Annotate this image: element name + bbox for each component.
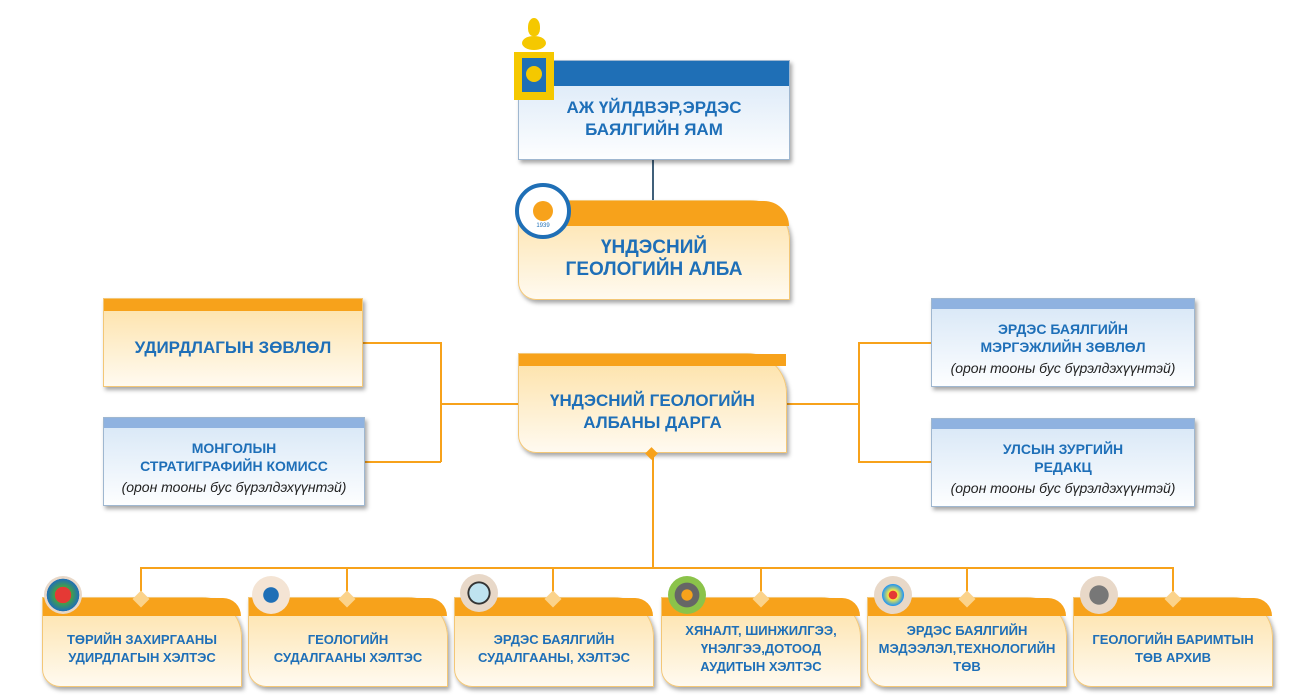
connector bbox=[787, 403, 859, 405]
commission-title: МОНГОЛЫН СТРАТИГРАФИЙН КОМИСС bbox=[140, 439, 328, 474]
department-title: ЭРДЭС БАЯЛГИЙН МЭДЭЭЛЭЛ,ТЕХНОЛОГИЙН ТӨВ bbox=[878, 623, 1056, 674]
agency-title: ҮНДЭСНИЙ ГЕОЛОГИЙН АЛБА bbox=[565, 237, 743, 280]
council-title: УДИРДЛАГЫН ЗӨВЛӨЛ bbox=[134, 337, 332, 357]
logo-year: 1939 bbox=[536, 223, 550, 229]
connector bbox=[652, 160, 654, 200]
pickaxe-icon bbox=[252, 576, 290, 614]
department-title: ГЕОЛОГИЙН СУДАЛГААНЫ ХЭЛТЭС bbox=[273, 632, 423, 665]
network-icon bbox=[874, 576, 912, 614]
mineral-council-box: ЭРДЭС БАЯЛГИЙН МЭРГЭЖЛИЙН ЗӨВЛӨЛ (орон т… bbox=[931, 298, 1195, 387]
commission-note: (орон тооны бус бүрэлдэхүүнтэй) bbox=[121, 478, 347, 495]
connector bbox=[140, 567, 1174, 569]
connector bbox=[652, 453, 654, 569]
director-title: ҮНДЭСНИЙ ГЕОЛОГИЙН АЛБАНЫ ДАРГА bbox=[550, 391, 755, 432]
soyombo-emblem-icon bbox=[514, 18, 554, 100]
stratigraphic-commission-box: МОНГОЛЫН СТРАТИГРАФИЙН КОМИСС (орон тоон… bbox=[103, 417, 365, 506]
connector bbox=[858, 342, 932, 344]
magnifier-icon bbox=[460, 574, 498, 612]
archive-icon bbox=[1080, 576, 1118, 614]
map-editorial-box: УЛСЫН ЗУРГИЙН РЕДАКЦ (орон тооны бус бүр… bbox=[931, 418, 1195, 507]
connector bbox=[365, 461, 441, 463]
ministry-title: АЖ ҮЙЛДВЭР,ЭРДЭС БАЯЛГИЙН ЯАМ bbox=[566, 98, 742, 139]
gears-icon bbox=[668, 576, 706, 614]
department-title: ТӨРИЙН ЗАХИРГААНЫ УДИРДЛАГЫН ХЭЛТЭС bbox=[66, 632, 218, 665]
connector bbox=[966, 567, 968, 599]
connector bbox=[440, 342, 442, 462]
connector bbox=[440, 403, 518, 405]
map-editorial-note: (орон тооны бус бүрэлдэхүүнтэй) bbox=[950, 479, 1176, 496]
mineral-council-note: (орон тооны бус бүрэлдэхүүнтэй) bbox=[950, 359, 1176, 376]
connector bbox=[363, 342, 441, 344]
department-box: ГЕОЛОГИЙН СУДАЛГААНЫ ХЭЛТЭС bbox=[248, 597, 448, 687]
department-title: ГЕОЛОГИЙН БАРИМТЫН ТӨВ АРХИВ bbox=[1092, 632, 1254, 665]
mineral-council-title: ЭРДЭС БАЯЛГИЙН МЭРГЭЖЛИЙН ЗӨВЛӨЛ bbox=[980, 320, 1146, 355]
puzzle-people-icon bbox=[44, 576, 82, 614]
ministry-box: АЖ ҮЙЛДВЭР,ЭРДЭС БАЯЛГИЙН ЯАМ bbox=[518, 60, 790, 160]
geological-survey-logo-icon: 1939 bbox=[515, 183, 571, 239]
council-box: УДИРДЛАГЫН ЗӨВЛӨЛ bbox=[103, 298, 363, 387]
connector bbox=[346, 567, 348, 599]
connector bbox=[1172, 567, 1174, 599]
connector bbox=[858, 342, 860, 462]
connector bbox=[760, 567, 762, 599]
director-box: ҮНДЭСНИЙ ГЕОЛОГИЙН АЛБАНЫ ДАРГА bbox=[518, 353, 787, 453]
department-title: ХЯНАЛТ, ШИНЖИЛГЭЭ, ҮНЭЛГЭЭ,ДОТООД АУДИТЫ… bbox=[685, 623, 837, 674]
connector bbox=[140, 567, 142, 599]
map-editorial-title: УЛСЫН ЗУРГИЙН РЕДАКЦ bbox=[1002, 440, 1124, 475]
department-box: ТӨРИЙН ЗАХИРГААНЫ УДИРДЛАГЫН ХЭЛТЭС bbox=[42, 597, 242, 687]
connector bbox=[858, 461, 932, 463]
department-box: ГЕОЛОГИЙН БАРИМТЫН ТӨВ АРХИВ bbox=[1073, 597, 1273, 687]
connector bbox=[552, 567, 554, 599]
department-box: ЭРДЭС БАЯЛГИЙН СУДАЛГААНЫ, ХЭЛТЭС bbox=[454, 597, 654, 687]
department-title: ЭРДЭС БАЯЛГИЙН СУДАЛГААНЫ, ХЭЛТЭС bbox=[477, 632, 631, 665]
